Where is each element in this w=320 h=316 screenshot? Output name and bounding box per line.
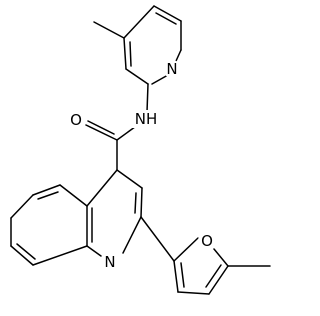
bond [155, 12, 177, 25]
bond [123, 37, 127, 70]
carbonyl-oxygen-label: O [67, 111, 85, 129]
quinoline-bonds [10, 169, 143, 266]
bond [129, 41, 132, 67]
label-background [101, 253, 119, 271]
bond [213, 248, 229, 267]
atom-label: O [201, 232, 213, 250]
bond-ring-to-amide-nitrogen [146, 83, 149, 113]
quinoline-nitrogen-label: N [101, 253, 119, 271]
bond [86, 169, 118, 207]
bond [140, 187, 143, 218]
bond [37, 191, 59, 200]
methyl-bond-pyridine [93, 21, 125, 39]
bond [59, 184, 88, 207]
label-background [198, 232, 216, 250]
atom-label: NH [135, 110, 158, 128]
bond [134, 192, 137, 214]
amide-bonds [85, 120, 140, 171]
bond [208, 265, 229, 295]
atom-label: N [104, 253, 115, 271]
bond [205, 264, 222, 288]
bond [123, 5, 155, 39]
atom-label: N [166, 60, 177, 78]
pyridine-nitrogen-label: N [163, 60, 181, 78]
bond [153, 5, 182, 22]
label-background [163, 60, 181, 78]
pyridine-ring-bonds [123, 5, 182, 85]
bond [122, 216, 142, 254]
bond [10, 245, 34, 266]
atom-label: O [70, 111, 82, 129]
bond-quinoline-to-furan [140, 216, 175, 262]
bond [177, 291, 210, 295]
bond [85, 124, 118, 141]
amide-nitrogen-label: NH [132, 110, 160, 128]
bond [173, 260, 179, 293]
bond [32, 184, 61, 196]
bond [180, 262, 185, 288]
label-background [132, 110, 160, 128]
label-background [67, 111, 85, 129]
bond [16, 243, 36, 260]
bond [151, 74, 169, 85]
bond [32, 245, 88, 266]
furan-ring-bonds [173, 237, 229, 295]
bond [10, 194, 34, 219]
bond [125, 68, 149, 85]
furan-oxygen-label: O [198, 232, 216, 250]
chemical-structure-diagram: N NH O N O [10, 5, 271, 295]
bond [173, 237, 199, 262]
bond [86, 245, 102, 257]
bond [87, 120, 115, 135]
bond [175, 49, 182, 62]
bond [116, 169, 143, 189]
